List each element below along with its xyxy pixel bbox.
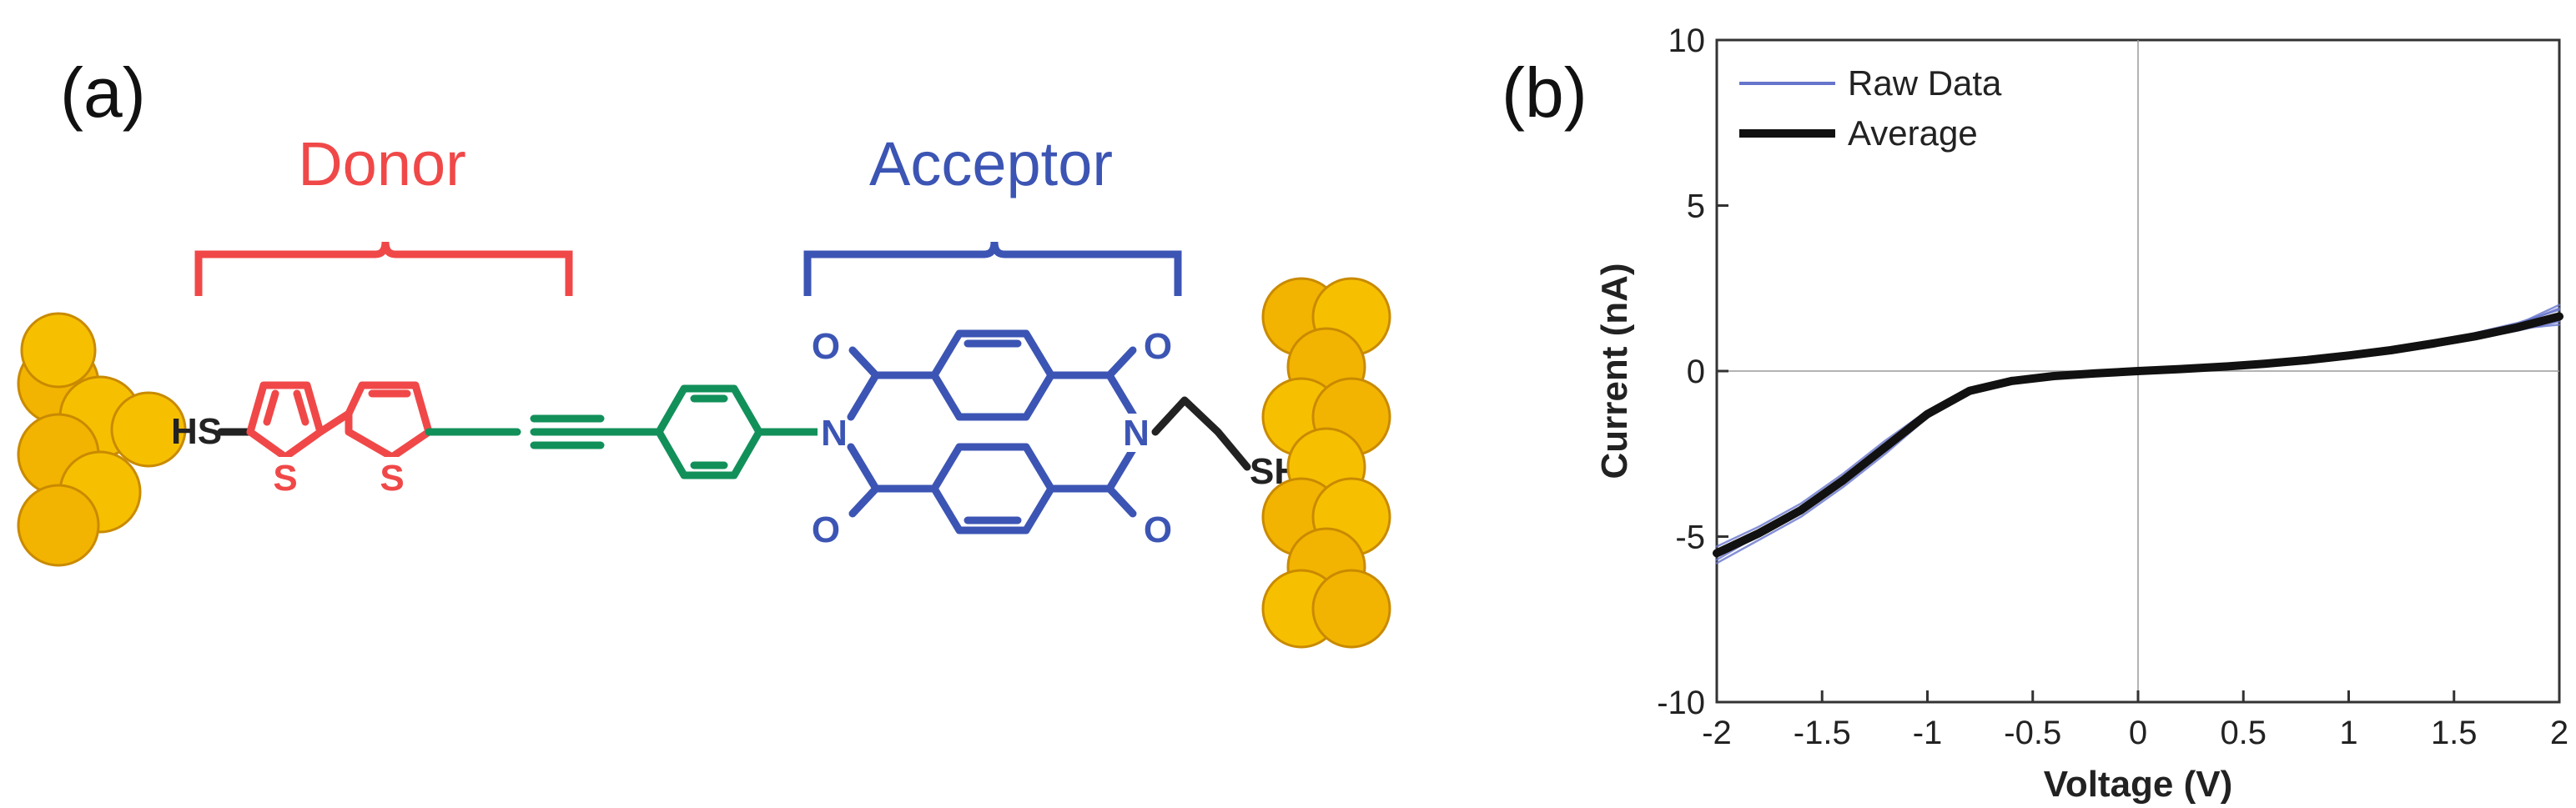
x-tick-label: 2 [2550, 715, 2568, 751]
x-axis-ticks: -2 -1.5 -1 -0.5 0 0.5 1 1.5 2 [1702, 690, 2568, 751]
bond-thiophene-thiophene [316, 409, 353, 436]
legend: Raw Data Average [1739, 63, 2002, 153]
gold-electrode-left [17, 312, 187, 567]
x-tick-label: 0 [2129, 715, 2147, 751]
sulfur-atom-1: S [273, 458, 297, 499]
nitrogen-atom-right: N [1123, 413, 1150, 454]
acceptor-label: Acceptor [869, 129, 1113, 198]
legend-label-average: Average [1848, 113, 1978, 153]
nitrogen-atom-left: N [821, 413, 848, 454]
oxygen-atom-1: O [812, 326, 840, 367]
x-tick-label: -1 [1913, 715, 1943, 751]
thiophene-ring-1: S [246, 381, 325, 499]
series-line-average [1713, 312, 2563, 558]
ethyl-linker [1151, 396, 1251, 471]
y-axis-title: Current (nA) [1594, 263, 1635, 479]
acceptor-brace [803, 241, 1182, 296]
naphthalene-diimide: N O O O O N [812, 326, 1172, 550]
oxygen-atom-3: O [1144, 326, 1172, 367]
oxygen-atom-2: O [812, 509, 840, 550]
x-tick-label: 1 [2339, 715, 2357, 751]
donor-brace [194, 241, 573, 296]
x-tick-label: -0.5 [2004, 715, 2061, 751]
thiol-left-label: HS [171, 411, 222, 452]
thiophene-ring-2: S [345, 381, 433, 499]
panel-a: (a) Donor Acceptor HS S [17, 53, 1391, 649]
panel-b-label: (b) [1502, 53, 1587, 132]
panel-b: (b) -2 -1.5 -1 -0.5 0 0.5 1 1.5 2 -10 -5 0 5 10 Volt… [1502, 23, 2568, 805]
oxygen-atom-4: O [1144, 509, 1172, 550]
legend-label-raw-data: Raw Data [1848, 63, 2002, 103]
gold-electrode-right [1261, 277, 1391, 649]
sulfur-atom-2: S [380, 458, 404, 499]
y-axis-ticks: -10 -5 0 5 10 [1657, 23, 1728, 721]
y-tick-label: 10 [1668, 23, 1706, 59]
panel-a-label: (a) [60, 53, 146, 132]
phenyl-ring [655, 384, 822, 479]
y-tick-label: -5 [1675, 519, 1705, 556]
x-tick-label: 0.5 [2220, 715, 2267, 751]
series-layer [1713, 304, 2563, 565]
donor-label: Donor [298, 129, 466, 198]
alkyne-bridge [425, 414, 663, 449]
x-tick-label: -2 [1702, 715, 1732, 751]
x-tick-label: -1.5 [1794, 715, 1851, 751]
y-tick-label: 5 [1687, 188, 1705, 225]
iv-chart: -2 -1.5 -1 -0.5 0 0.5 1 1.5 2 -10 -5 0 5 10 Voltage … [1594, 23, 2568, 805]
y-tick-label: 0 [1687, 354, 1705, 390]
y-tick-label: -10 [1657, 685, 1705, 721]
x-tick-label: 1.5 [2431, 715, 2478, 751]
x-axis-title: Voltage (V) [2044, 764, 2233, 805]
